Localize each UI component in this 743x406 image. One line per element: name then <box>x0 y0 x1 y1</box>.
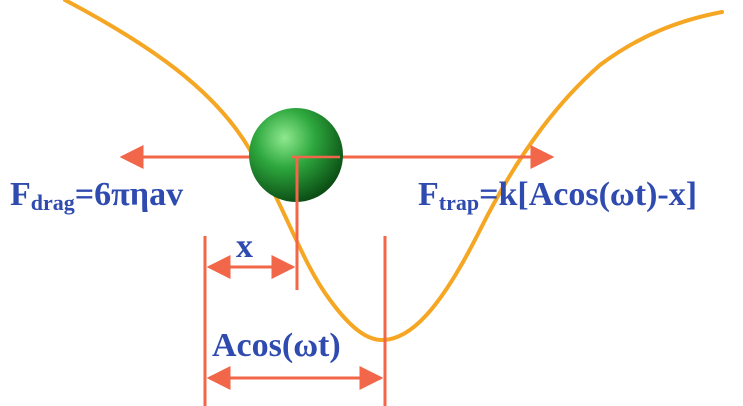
bead <box>249 108 343 202</box>
trap-potential-curve <box>63 0 724 343</box>
trap-force-label: Ftrap=k[Acos(ωt)-x] <box>418 176 697 215</box>
drag-formula: =6πηav <box>75 176 183 213</box>
drag-subscript: drag <box>31 190 75 215</box>
drag-force-symbol: F <box>10 176 31 213</box>
trap-formula: =k[Acos(ωt)-x] <box>479 176 697 213</box>
trap-subscript: trap <box>439 190 479 215</box>
trap-force-symbol: F <box>418 176 439 213</box>
x-label: x <box>236 228 253 265</box>
amplitude-label: Acos(ωt) <box>212 327 341 364</box>
drag-force-label: Fdrag=6πηav <box>10 176 183 215</box>
